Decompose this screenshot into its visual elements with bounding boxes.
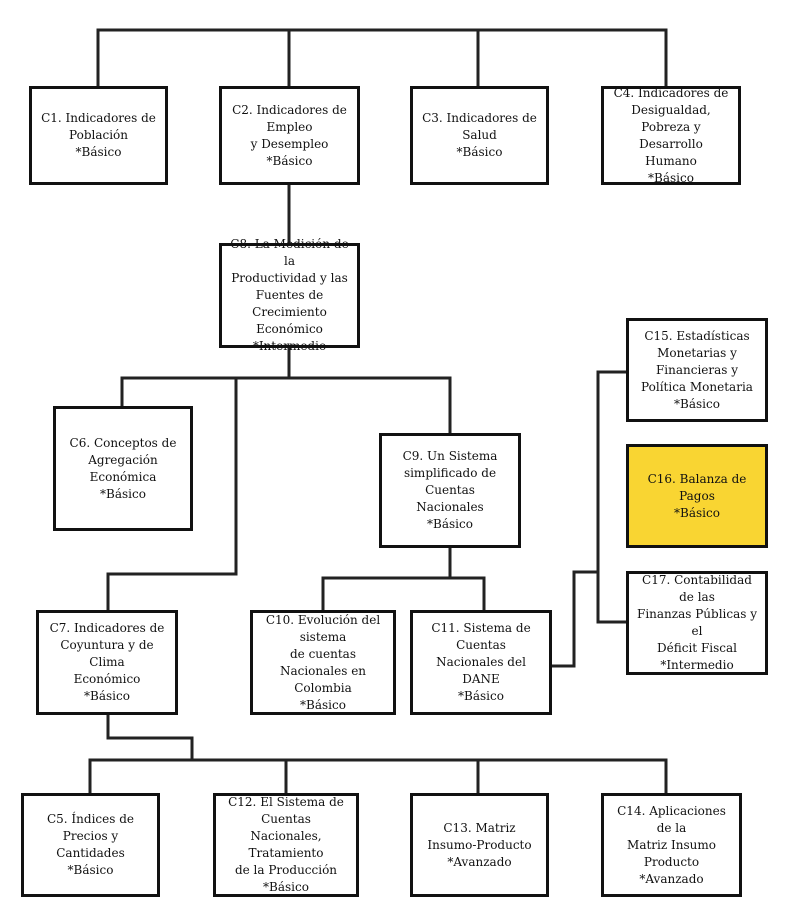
node-label: C3. Indicadores de Salud	[422, 111, 537, 142]
node-c10: C10. Evolución del sistema de cuentas Na…	[250, 610, 396, 715]
node-c3: C3. Indicadores de Salud *Básico	[410, 86, 549, 185]
node-label: simplificado de Cuentas	[403, 466, 497, 497]
node-label: Agregación Económica	[88, 452, 158, 484]
node-label: C8. La Medición de la	[230, 237, 349, 268]
node-level: *Avanzado	[447, 854, 512, 869]
node-level: *Avanzado	[639, 871, 704, 886]
node-c16: C16. Balanza de Pagos *Básico	[626, 444, 768, 548]
node-label: Nacionales del DANE	[436, 655, 526, 686]
node-label: C12. El Sistema de Cuentas	[228, 795, 344, 826]
node-level: *Intermedio	[660, 658, 734, 672]
node-label: C9. Un Sistema	[402, 449, 498, 463]
node-level: *Básico	[674, 505, 720, 520]
node-c12: C12. El Sistema de Cuentas Nacionales, T…	[213, 793, 359, 897]
node-level: *Básico	[674, 396, 720, 411]
connector-top-bus	[96, 28, 668, 88]
node-c14: C14. Aplicaciones de la Matriz Insumo Pr…	[601, 793, 742, 897]
node-c9: C9. Un Sistema simplificado de Cuentas N…	[379, 433, 521, 548]
node-c13: C13. Matriz Insumo-Producto *Avanzado	[410, 793, 549, 897]
node-c5: C5. Índices de Precios y Cantidades *Bás…	[21, 793, 160, 897]
node-level: *Intermedio	[252, 339, 327, 353]
node-label: Nacionales, Tratamiento	[248, 829, 324, 860]
node-level: *Básico	[75, 145, 122, 159]
node-label: Colombia	[294, 680, 352, 695]
node-label: C6. Conceptos de	[69, 435, 177, 450]
connector-c8-branch	[120, 376, 452, 435]
connector-c7-down	[106, 711, 194, 762]
node-label: de la Producción	[234, 863, 338, 877]
node-label: Fuentes de Crecimiento	[252, 288, 327, 319]
node-label: C5. Índices de Precios y	[46, 812, 134, 843]
connector-c9-branch	[321, 576, 486, 612]
node-label: Desarrollo Humano	[639, 136, 703, 168]
node-label: Coyuntura y de Clima	[60, 638, 154, 669]
node-label: de cuentas Nacionales en	[279, 646, 367, 678]
node-label: C16. Balanza de Pagos	[647, 471, 747, 503]
node-c6: C6. Conceptos de Agregación Económica *B…	[53, 406, 193, 531]
node-level: *Básico	[84, 689, 130, 703]
connector-c8-c7	[106, 376, 238, 612]
node-label: Económico	[73, 672, 141, 686]
node-label: y Desempleo	[250, 136, 329, 151]
connector-c11-right	[548, 570, 600, 668]
node-label: Productividad y las	[231, 271, 348, 285]
node-label: Insumo-Producto	[427, 837, 532, 852]
node-label: C13. Matriz	[443, 820, 516, 835]
node-level: *Básico	[427, 517, 473, 531]
node-level: *Básico	[458, 689, 504, 703]
node-label: Monetarias y Financieras y	[655, 345, 739, 377]
connector-right-column	[596, 370, 628, 624]
node-level: *Básico	[263, 880, 309, 894]
node-level: *Básico	[456, 145, 503, 159]
node-level: *Básico	[648, 170, 694, 185]
node-c4: C4. Indicadores de Desigualdad, Pobreza …	[601, 86, 741, 185]
node-label: C15. Estadísticas	[644, 328, 750, 343]
node-level: *Básico	[67, 863, 114, 877]
node-c17: C17. Contabilidad de las Finanzas Públic…	[626, 571, 768, 675]
node-label: Política Monetaria	[641, 379, 753, 394]
node-label: C17. Contabilidad de las	[642, 573, 752, 604]
node-label: C7. Indicadores de	[49, 621, 165, 635]
connector-bottom-bus	[88, 758, 668, 795]
node-label: C11. Sistema de Cuentas	[431, 621, 531, 652]
node-label: Finanzas Públicas y el	[637, 607, 758, 638]
node-label: C14. Aplicaciones de la	[617, 803, 726, 835]
node-c2: C2. Indicadores de Empleo y Desempleo *B…	[219, 86, 360, 185]
node-level: *Básico	[300, 697, 346, 712]
node-c7: C7. Indicadores de Coyuntura y de Clima …	[36, 610, 178, 715]
node-c11: C11. Sistema de Cuentas Nacionales del D…	[410, 610, 552, 715]
node-label: Población	[69, 128, 128, 142]
node-label: C2. Indicadores de Empleo	[232, 102, 347, 134]
node-c15: C15. Estadísticas Monetarias y Financier…	[626, 318, 768, 422]
node-c8: C8. La Medición de la Productividad y la…	[219, 237, 360, 353]
node-label: C10. Evolución del sistema	[265, 612, 381, 644]
node-label: Matriz Insumo Producto	[627, 837, 716, 869]
node-label: Desigualdad, Pobreza y	[631, 102, 711, 134]
node-label: C4. Indicadores de	[613, 85, 729, 100]
node-level: *Básico	[100, 486, 146, 501]
node-label: C1. Indicadores de	[41, 111, 156, 125]
node-label: Económico	[256, 322, 323, 336]
node-label: Nacionales	[416, 500, 484, 514]
node-c1: C1. Indicadores de Población *Básico	[29, 86, 168, 185]
node-level: *Básico	[266, 153, 313, 168]
node-label: Déficit Fiscal	[657, 641, 737, 655]
node-label: Cantidades	[56, 846, 125, 860]
